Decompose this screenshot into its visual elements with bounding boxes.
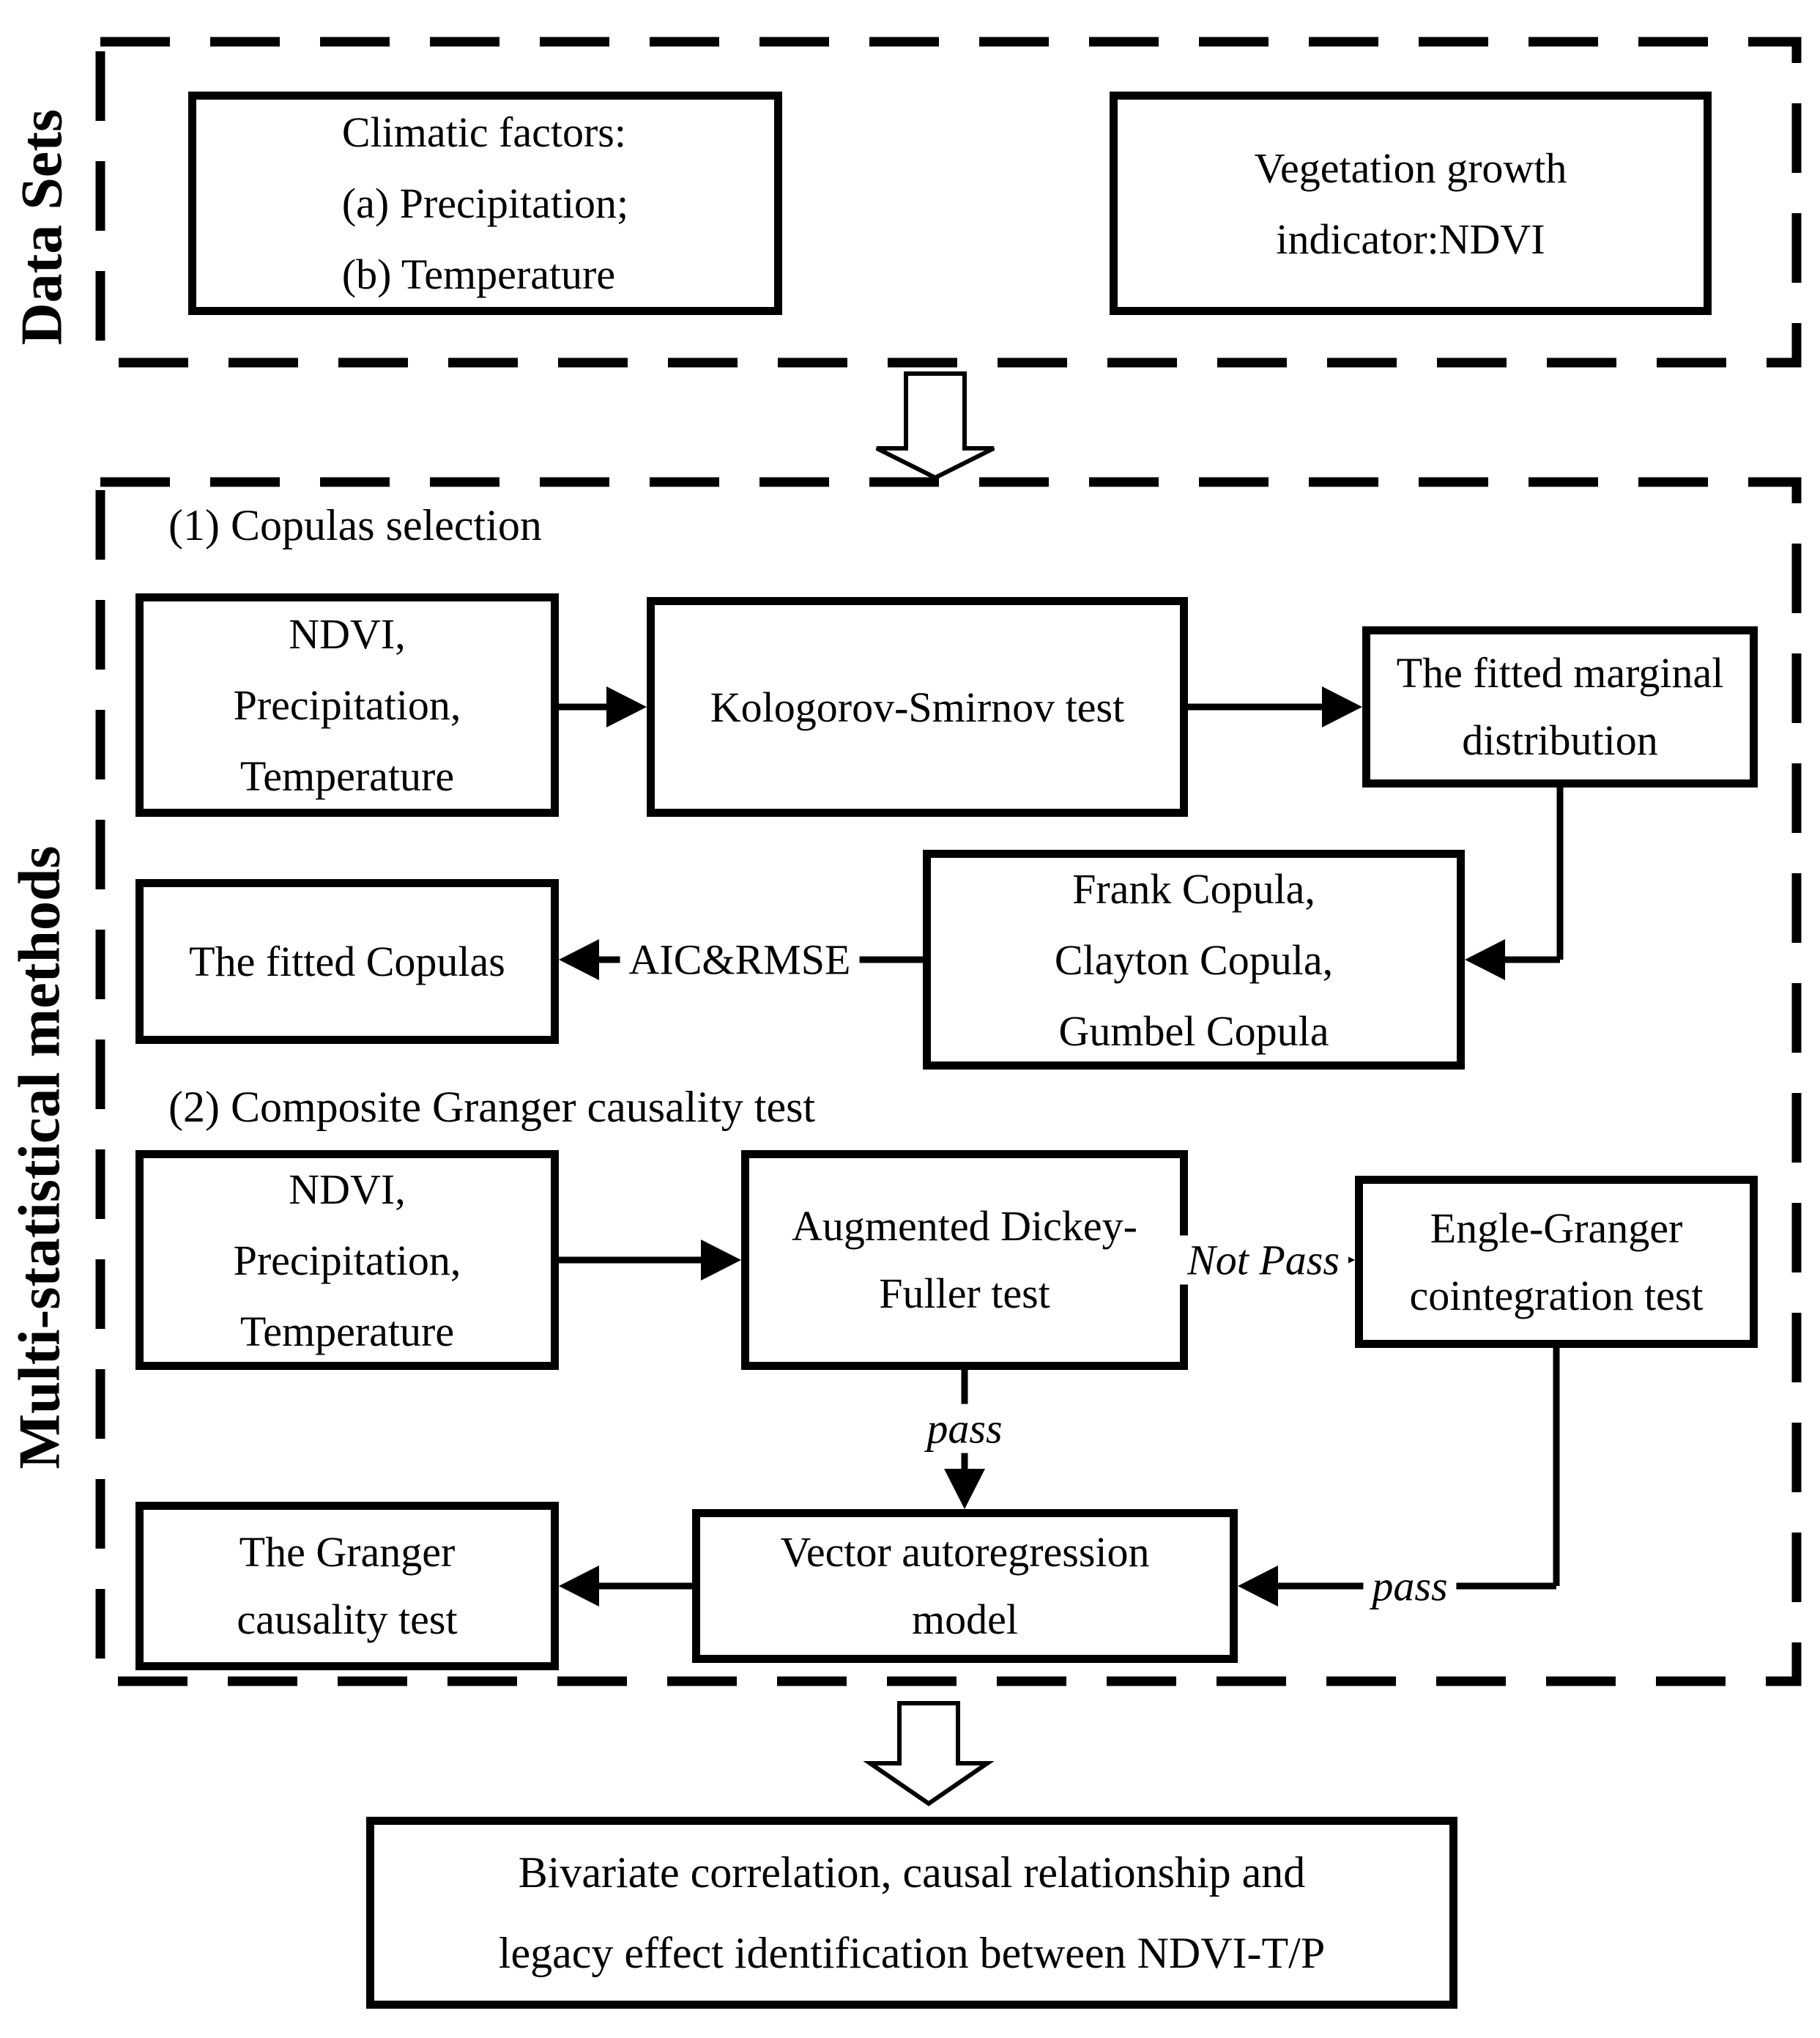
granger-test-heading: (2) Composite Granger causality test <box>168 1083 816 1131</box>
copula-candidates-line-3: Gumbel Copula <box>1058 1007 1329 1055</box>
copulas-variables-box: NDVI, Precipitation, Temperature <box>135 593 559 817</box>
datasets-dashed-border <box>95 37 1802 368</box>
copulas-selection-heading: (1) Copulas selection <box>168 501 542 549</box>
ks-test-line: Kologorov-Smirnov test <box>710 683 1125 731</box>
fitted-marginal-line-2: distribution <box>1462 716 1658 764</box>
arrowhead-marginal-to-copulas <box>1465 939 1505 980</box>
copula-candidates-box: Frank Copula, Clayton Copula, Gumbel Cop… <box>923 850 1465 1070</box>
eg-line-1: Engle-Granger <box>1430 1204 1683 1252</box>
vegetation-line-2: indicator:NDVI <box>1276 215 1545 263</box>
output-conclusion-box: Bivariate correlation, causal relationsh… <box>366 1817 1457 2009</box>
arrowhead-variables2-to-adf <box>701 1240 741 1281</box>
arrowhead-copulas-to-fitted <box>559 939 599 980</box>
adf-line-2: Fuller test <box>879 1270 1050 1317</box>
granger-causality-line-2: causality test <box>237 1596 458 1643</box>
adf-test-box: Augmented Dickey- Fuller test <box>741 1150 1188 1370</box>
eg-line-2: cointegration test <box>1409 1271 1704 1319</box>
granger-variables-line-1: NDVI, <box>289 1165 406 1213</box>
fitted-marginal-line-1: The fitted marginal <box>1396 649 1724 697</box>
copulas-variables-line-3: Temperature <box>239 752 455 800</box>
fitted-copulas-box: The fitted Copulas <box>135 879 559 1044</box>
methods-dashed-border <box>95 477 1802 1686</box>
granger-variables-box: NDVI, Precipitation, Temperature <box>135 1150 559 1370</box>
arrowhead-adf-to-var <box>944 1469 985 1509</box>
block-arrow-methods-to-output <box>863 1701 995 1807</box>
arrowhead-var-to-granger <box>559 1565 599 1607</box>
arrowhead-variables-to-ks <box>606 686 647 727</box>
granger-causality-box: The Granger causality test <box>135 1502 559 1670</box>
engle-granger-box: Engle-Granger cointegration test <box>1355 1176 1758 1348</box>
fitted-copulas-line: The fitted Copulas <box>189 938 505 985</box>
pass-label-eg: pass <box>1363 1561 1457 1611</box>
fitted-marginal-box: The fitted marginal distribution <box>1362 626 1758 788</box>
vegetation-line-1: Vegetation growth <box>1254 144 1567 192</box>
granger-variables-line-2: Precipitation, <box>233 1236 461 1284</box>
kolmogorov-smirnov-box: Kologorov-Smirnov test <box>647 597 1188 817</box>
aic-rmse-label: AIC&RMSE <box>620 935 860 985</box>
copula-candidates-line-2: Clayton Copula, <box>1054 935 1334 984</box>
not-pass-label: Not Pass <box>1178 1235 1348 1285</box>
output-line-1: Bivariate correlation, causal relationsh… <box>518 1848 1306 1897</box>
methods-section-label: Multi-statistical methods <box>7 845 73 1470</box>
block-arrow-datasets-to-methods <box>875 371 995 481</box>
granger-causality-line-1: The Granger <box>239 1528 456 1576</box>
climatic-line-2: (a) Precipitation; <box>341 179 629 227</box>
climatic-line-1: Climatic factors: <box>341 108 626 156</box>
arrowhead-ks-to-marginal <box>1322 686 1362 727</box>
copulas-variables-line-1: NDVI, <box>289 610 406 658</box>
granger-variables-line-3: Temperature <box>239 1307 455 1355</box>
vegetation-indicator-box: Vegetation growth indicator:NDVI <box>1110 92 1712 315</box>
datasets-section-label: Data Sets <box>10 108 75 346</box>
var-line-1: Vector autoregression <box>780 1528 1150 1576</box>
arrowhead-eg-to-var <box>1238 1565 1278 1607</box>
var-line-2: model <box>912 1596 1018 1643</box>
output-line-2: legacy effect identification between NDV… <box>498 1929 1326 1977</box>
var-model-box: Vector autoregression model <box>692 1509 1238 1663</box>
copulas-variables-line-2: Precipitation, <box>233 681 461 729</box>
adf-line-1: Augmented Dickey- <box>792 1202 1137 1250</box>
climatic-line-3: (b) Temperature <box>341 251 616 298</box>
pass-label-adf: pass <box>918 1404 1011 1453</box>
climatic-factors-box: Climatic factors: (a) Precipitation; (b)… <box>188 92 782 315</box>
copula-candidates-line-1: Frank Copula, <box>1072 864 1315 913</box>
